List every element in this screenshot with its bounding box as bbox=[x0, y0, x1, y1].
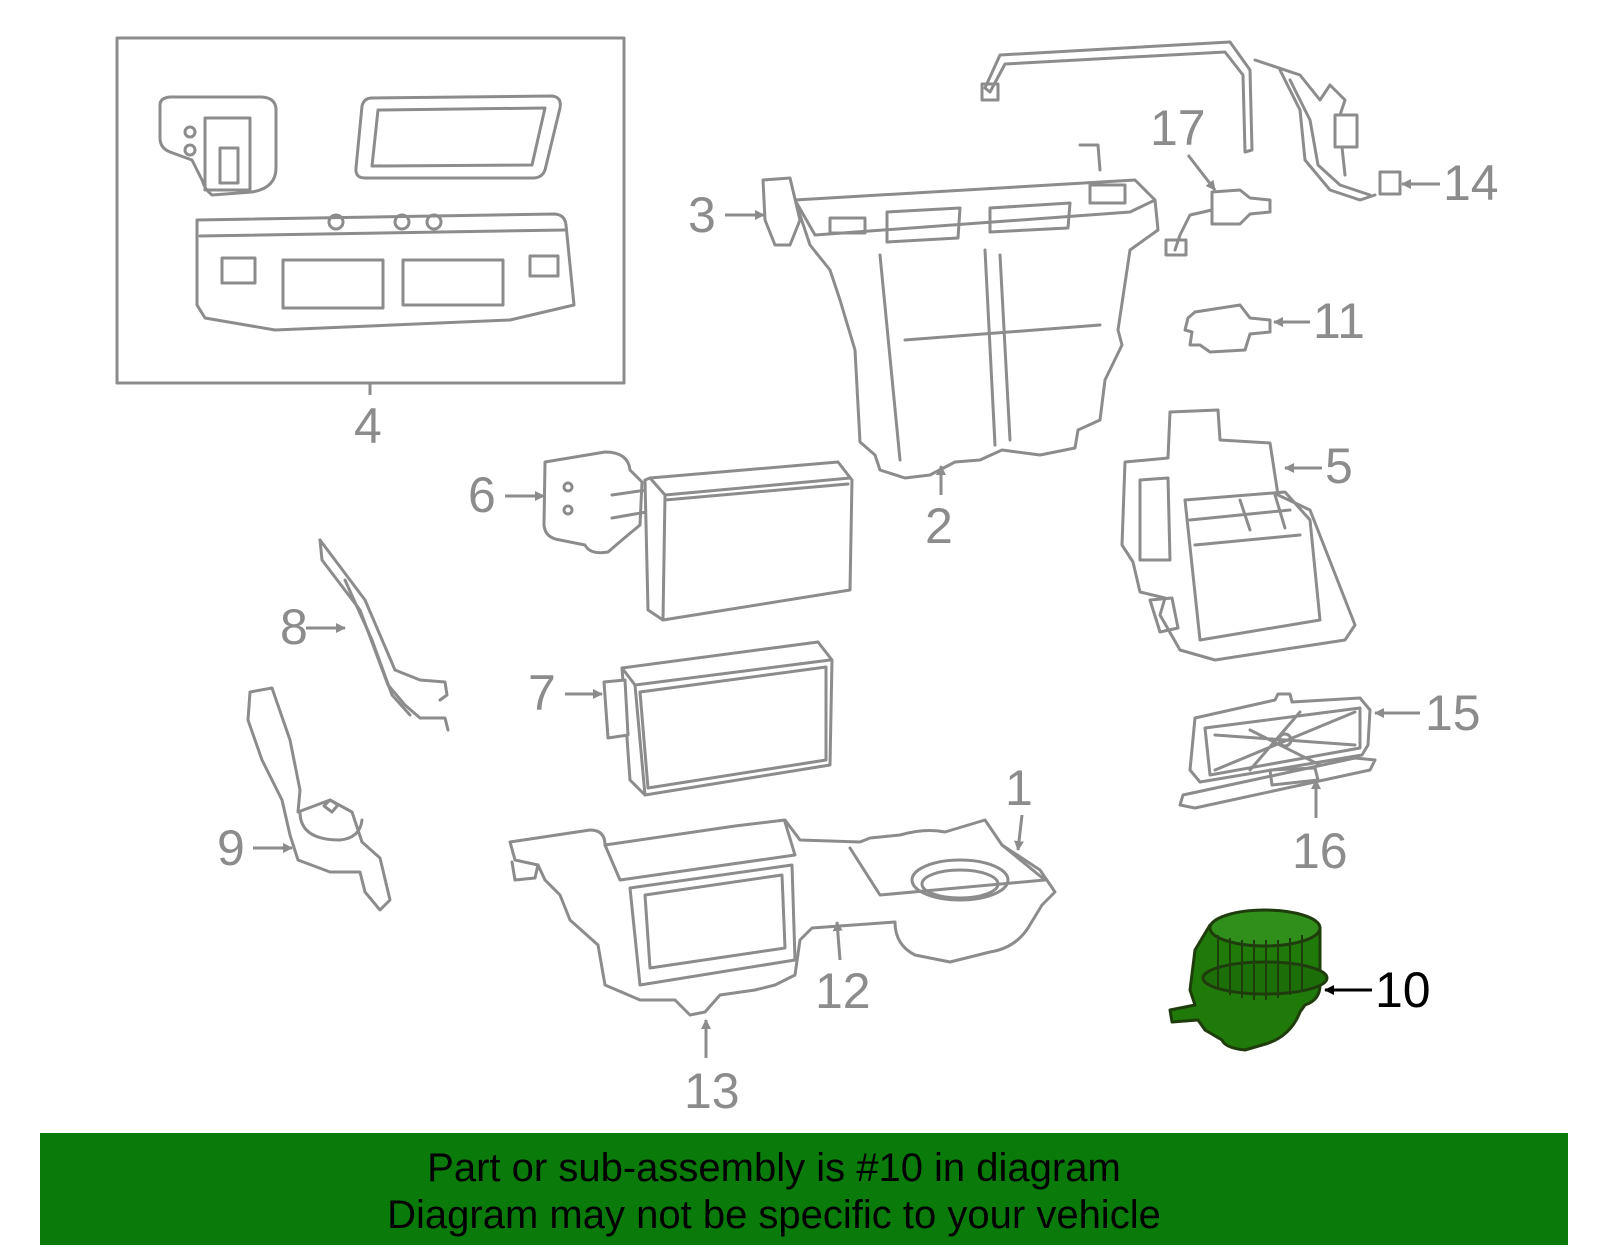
part-6-heater-core: 6 bbox=[468, 450, 854, 622]
part-1-lower-case: 1 12 13 bbox=[508, 760, 1057, 1119]
callout-16: 16 bbox=[1292, 823, 1348, 879]
part-17-sensor: 17 bbox=[1150, 100, 1272, 257]
callout-7: 7 bbox=[528, 665, 556, 721]
part-10-blower-motor: 10 bbox=[1168, 908, 1431, 1052]
callout-3: 3 bbox=[688, 187, 716, 243]
part-8-bracket: 8 bbox=[280, 538, 450, 732]
part-7-evaporator: 7 bbox=[528, 640, 834, 797]
part-9-actuator: 9 bbox=[217, 686, 392, 912]
callout-12: 12 bbox=[815, 963, 871, 1019]
banner-line-2: Diagram may not be specific to your vehi… bbox=[387, 1193, 1161, 1237]
part-4-control-panel: 4 bbox=[115, 36, 626, 454]
part-2-hvac-housing: 2 3 bbox=[688, 143, 1160, 554]
callout-10: 10 bbox=[1375, 962, 1431, 1018]
callout-13: 13 bbox=[684, 1063, 740, 1119]
part-11-resistor: 11 bbox=[1183, 293, 1365, 354]
callout-15: 15 bbox=[1425, 685, 1481, 741]
part-5-blower-housing: 5 bbox=[1120, 408, 1357, 662]
part-14-wiring-harness: 14 bbox=[980, 40, 1499, 211]
callout-17: 17 bbox=[1150, 100, 1206, 156]
callout-2: 2 bbox=[925, 498, 953, 554]
callout-1: 1 bbox=[1005, 760, 1033, 816]
callout-6: 6 bbox=[468, 467, 496, 523]
callout-11: 11 bbox=[1313, 293, 1365, 349]
banner-line-1: Part or sub-assembly is #10 in diagram bbox=[427, 1146, 1121, 1190]
callout-4: 4 bbox=[354, 398, 382, 454]
callout-9: 9 bbox=[217, 820, 245, 876]
info-banner: Part or sub-assembly is #10 in diagram D… bbox=[40, 1133, 1568, 1245]
callout-8: 8 bbox=[280, 599, 308, 655]
callout-5: 5 bbox=[1325, 438, 1353, 494]
callout-14: 14 bbox=[1443, 155, 1499, 211]
part-15-filter-door: 15 16 bbox=[1178, 685, 1481, 879]
